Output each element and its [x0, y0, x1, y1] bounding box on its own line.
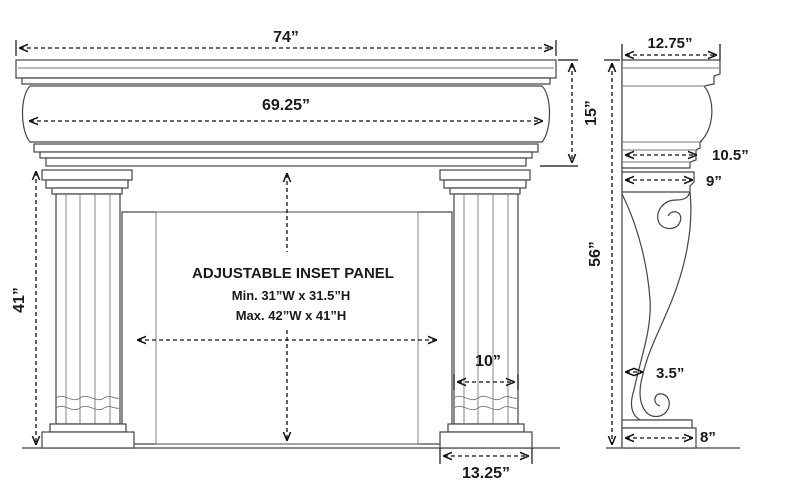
mantel-shelf — [15, 59, 557, 167]
overall-width-label: 74” — [273, 29, 299, 46]
side-view: 12.75” 10.5” 9” 56” 3.5” 8” — [587, 35, 749, 449]
panel-max-size: Max. 42”W x 41”H — [236, 308, 347, 323]
dim-base-depth: 8” — [626, 429, 716, 446]
mantel-width-label: 69.25” — [262, 97, 310, 114]
base-depth-label: 8” — [700, 429, 716, 446]
panel-dimension-arrows — [138, 174, 436, 440]
dim-opening-height: 41” — [11, 172, 36, 444]
dim-mantel-width: 69.25” — [30, 97, 542, 121]
side-scroll-leg — [639, 191, 692, 418]
top-depth-label: 12.75” — [647, 35, 692, 52]
overall-height-label: 56” — [587, 241, 604, 267]
dim-corbel-depth: 9” — [626, 173, 722, 190]
dim-overall-height: 56” — [587, 59, 620, 444]
right-column — [439, 169, 533, 449]
leg-depth-label: 3.5” — [656, 365, 684, 382]
leg-width-label: 10” — [475, 353, 501, 370]
dim-overall-width: 74” — [15, 29, 557, 56]
dim-mantel-height: 15” — [540, 59, 600, 167]
corbel-depth-label: 9” — [706, 173, 722, 190]
opening-height-label: 41” — [11, 287, 28, 313]
side-profile-top — [621, 59, 721, 169]
dim-upper-depth: 10.5” — [626, 147, 749, 164]
dim-leg-width: 10” — [453, 353, 519, 390]
mantel-height-label: 15” — [583, 100, 600, 126]
upper-depth-label: 10.5” — [712, 147, 749, 164]
dim-base-width: 13.25” — [439, 448, 533, 482]
panel-title: ADJUSTABLE INSET PANEL — [192, 265, 394, 282]
front-view: 74” 69.25” 15” 41” ADJUSTABLE INS — [11, 29, 600, 482]
base-width-label: 13.25” — [462, 465, 510, 482]
panel-info: ADJUSTABLE INSET PANEL Min. 31”W x 31.5”… — [192, 258, 394, 326]
panel-min-size: Min. 31”W x 31.5”H — [232, 288, 350, 303]
dim-leg-depth: 3.5” — [626, 365, 684, 382]
left-column — [41, 169, 135, 449]
dim-top-depth: 12.75” — [621, 35, 721, 60]
